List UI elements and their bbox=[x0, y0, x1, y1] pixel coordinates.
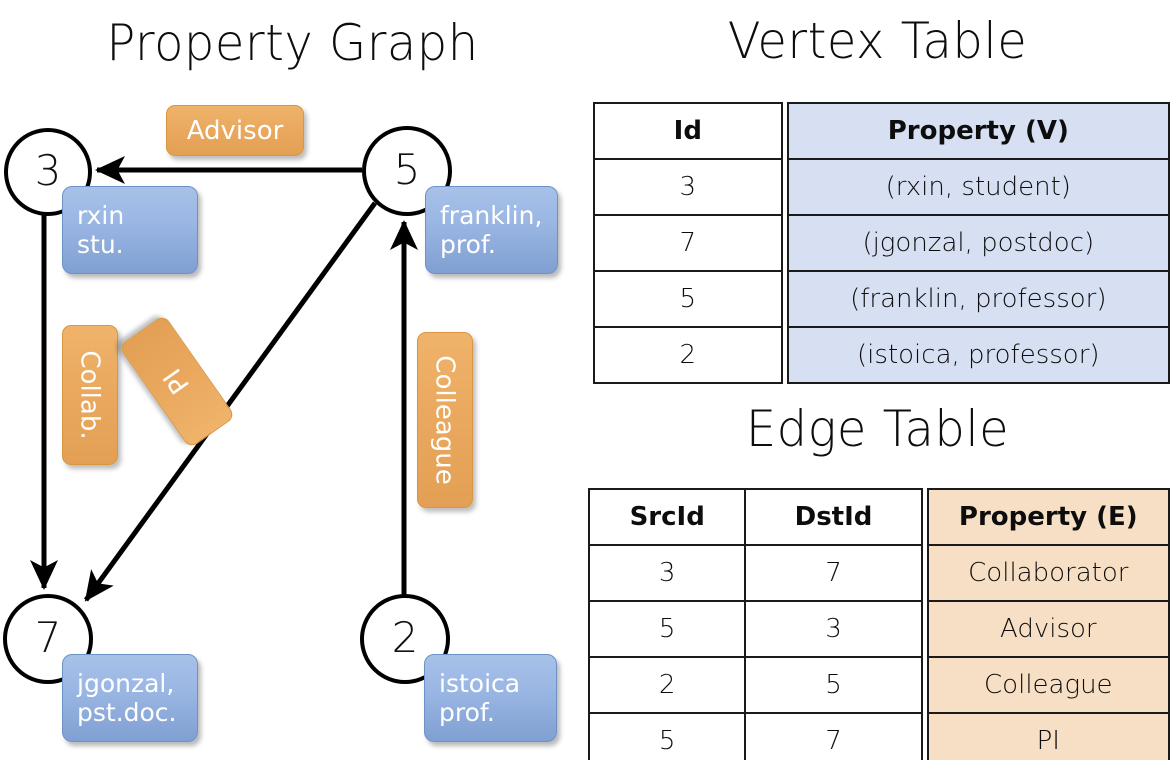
vertex-table-column-gap bbox=[781, 159, 788, 215]
vertex-2-property-line-1: istoica bbox=[439, 668, 521, 698]
vertex-table-header-row: Id Property (V) bbox=[593, 102, 1170, 160]
edge-row-2-dst: 5 bbox=[744, 656, 923, 714]
edge-label-pi-text: PI bbox=[158, 363, 196, 400]
vertex-row-0-id: 3 bbox=[593, 158, 783, 216]
table-row[interactable]: 2 (istoica, professor) bbox=[593, 326, 1170, 384]
edge-table: SrcId DstId Property (E) 3 7 Collaborato… bbox=[587, 488, 1170, 760]
vertex-5-property-callout: franklin, prof. bbox=[425, 186, 558, 274]
vertex-row-2-id: 5 bbox=[593, 270, 783, 328]
edge-table-column-gap bbox=[921, 545, 928, 601]
vertex-table-column-gap bbox=[781, 271, 788, 327]
edge-label-colleague-text: Colleague bbox=[430, 355, 461, 485]
vertex-row-2-property: (franklin, professor) bbox=[786, 270, 1170, 328]
table-row[interactable]: 7 (jgonzal, postdoc) bbox=[593, 214, 1170, 272]
edge-table-header-property: Property (E) bbox=[926, 488, 1170, 546]
vertex-3-property-line-2: stu. bbox=[77, 230, 124, 259]
edge-row-0-dst: 7 bbox=[744, 544, 923, 602]
edge-5-to-7-pi bbox=[83, 201, 378, 602]
table-row[interactable]: 2 5 Colleague bbox=[587, 656, 1170, 714]
edge-label-advisor-text: Advisor bbox=[186, 115, 284, 146]
vertex-table: Id Property (V) 3 (rxin, student) 7 (jgo… bbox=[593, 102, 1170, 384]
table-row[interactable]: 5 7 PI bbox=[587, 712, 1170, 760]
vertex-7-id-label: 7 bbox=[34, 612, 62, 662]
edge-table-header-dstid: DstId bbox=[744, 488, 923, 546]
graph-edges-svg bbox=[30, 156, 418, 602]
graph-vertex-2[interactable]: 2 bbox=[360, 594, 450, 684]
table-row[interactable]: 5 3 Advisor bbox=[587, 600, 1170, 658]
vertex-5-property-line-2: prof. bbox=[440, 230, 496, 259]
vertex-7-property-line-2: pst.doc. bbox=[77, 698, 177, 727]
vertex-2-property-callout: istoica prof. bbox=[424, 654, 557, 742]
graph-vertex-5[interactable]: 5 bbox=[362, 126, 452, 216]
edge-table-column-gap bbox=[921, 657, 928, 713]
vertex-table-header-id: Id bbox=[593, 102, 783, 160]
page-title-vertex-table: Vertex Table bbox=[727, 12, 1028, 70]
edge-row-0-src: 3 bbox=[587, 544, 747, 602]
edge-label-collab: Collab. bbox=[62, 325, 118, 465]
edge-table-column-gap bbox=[921, 489, 928, 545]
vertex-7-property-line-1: jgonzal, bbox=[77, 668, 175, 698]
vertex-7-property-callout: jgonzal, pst.doc. bbox=[62, 654, 198, 742]
edge-label-collab-text: Collab. bbox=[75, 350, 105, 440]
edge-table-header-row: SrcId DstId Property (E) bbox=[587, 488, 1170, 546]
edge-row-1-property: Advisor bbox=[926, 600, 1170, 658]
table-row[interactable]: 3 (rxin, student) bbox=[593, 158, 1170, 216]
edge-table-column-gap bbox=[921, 601, 928, 657]
edge-table-column-gap bbox=[921, 713, 928, 760]
table-row[interactable]: 3 7 Collaborator bbox=[587, 544, 1170, 602]
vertex-3-id-label: 3 bbox=[34, 145, 62, 195]
vertex-table-column-gap bbox=[781, 103, 788, 159]
edge-row-0-property: Collaborator bbox=[926, 544, 1170, 602]
vertex-table-column-gap bbox=[781, 215, 788, 271]
table-row[interactable]: 5 (franklin, professor) bbox=[593, 270, 1170, 328]
edge-label-advisor: Advisor bbox=[166, 105, 304, 156]
page-title-property-graph: Property Graph bbox=[106, 14, 479, 72]
edge-row-3-src: 5 bbox=[587, 712, 747, 760]
vertex-row-3-id: 2 bbox=[593, 326, 783, 384]
edge-row-3-property: PI bbox=[926, 712, 1170, 760]
vertex-table-column-gap bbox=[781, 327, 788, 383]
edge-row-1-dst: 3 bbox=[744, 600, 923, 658]
edge-row-2-src: 2 bbox=[587, 656, 747, 714]
vertex-5-id-label: 5 bbox=[393, 144, 421, 194]
edge-row-3-dst: 7 bbox=[744, 712, 923, 760]
vertex-3-property-line-1: rxin bbox=[77, 200, 125, 230]
vertex-row-1-id: 7 bbox=[593, 214, 783, 272]
edge-row-1-src: 5 bbox=[587, 600, 747, 658]
vertex-5-property-line-1: franklin, bbox=[440, 200, 543, 230]
page-title-edge-table: Edge Table bbox=[745, 400, 1010, 458]
edge-label-colleague: Colleague bbox=[417, 332, 473, 508]
vertex-row-0-property: (rxin, student) bbox=[786, 158, 1170, 216]
edge-table-header-srcid: SrcId bbox=[587, 488, 747, 546]
vertex-3-property-callout: rxin stu. bbox=[62, 186, 198, 274]
vertex-table-header-property: Property (V) bbox=[786, 102, 1170, 160]
edge-row-2-property: Colleague bbox=[926, 656, 1170, 714]
vertex-row-1-property: (jgonzal, postdoc) bbox=[786, 214, 1170, 272]
vertex-row-3-property: (istoica, professor) bbox=[786, 326, 1170, 384]
vertex-2-id-label: 2 bbox=[391, 612, 419, 662]
vertex-2-property-line-2: prof. bbox=[439, 698, 495, 727]
